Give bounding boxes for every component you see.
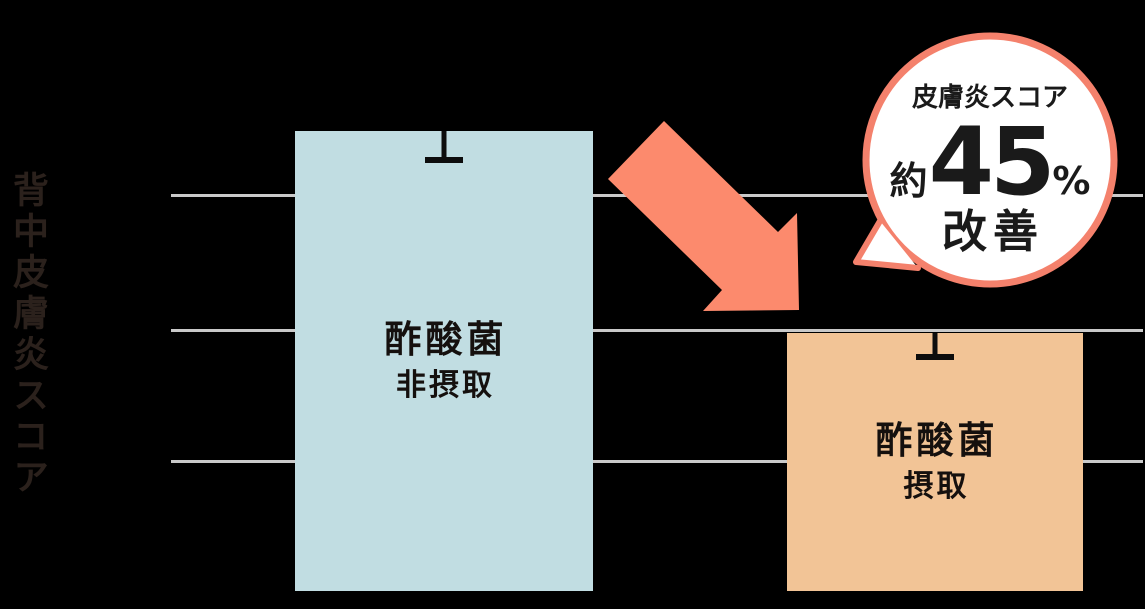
error-bar-intake xyxy=(916,333,954,360)
bar-label-main: 酢酸菌 xyxy=(384,318,508,361)
callout-percent-sign: % xyxy=(1052,159,1091,203)
callout-value-line: 約 45 % xyxy=(862,108,1118,217)
bar-non-intake: 酢酸菌 非摂取 xyxy=(295,131,593,591)
bar-label-sub: 非摂取 xyxy=(396,368,495,403)
callout-approx-prefix: 約 xyxy=(889,159,928,203)
bar-label-non-intake: 酢酸菌 非摂取 xyxy=(381,321,508,401)
speech-bubble-circle xyxy=(862,32,1118,288)
bar-intake: 酢酸菌 摂取 xyxy=(787,333,1083,591)
callout-bubble: 皮膚炎スコア 約 45 % 改善 xyxy=(862,33,1118,288)
callout-suffix: 改善 xyxy=(941,205,1044,258)
error-bar-cap xyxy=(916,354,954,360)
bar-label-sub: 摂取 xyxy=(903,469,970,504)
bar-label-intake: 酢酸菌 摂取 xyxy=(872,422,999,502)
gridline-middle xyxy=(171,329,1143,332)
gridline-bottom xyxy=(171,460,1143,463)
y-axis-label: 背中皮膚炎スコア xyxy=(7,171,48,499)
callout-value: 45 xyxy=(928,108,1056,217)
error-bar-non-intake xyxy=(425,131,463,163)
error-bar-line xyxy=(932,333,938,360)
decrease-arrow-icon xyxy=(608,121,799,311)
speech-bubble-tail xyxy=(853,218,921,271)
error-bar-line xyxy=(441,131,447,163)
callout-heading: 皮膚炎スコア xyxy=(911,83,1068,113)
error-bar-cap xyxy=(425,157,463,163)
bar-label-main: 酢酸菌 xyxy=(875,419,999,462)
